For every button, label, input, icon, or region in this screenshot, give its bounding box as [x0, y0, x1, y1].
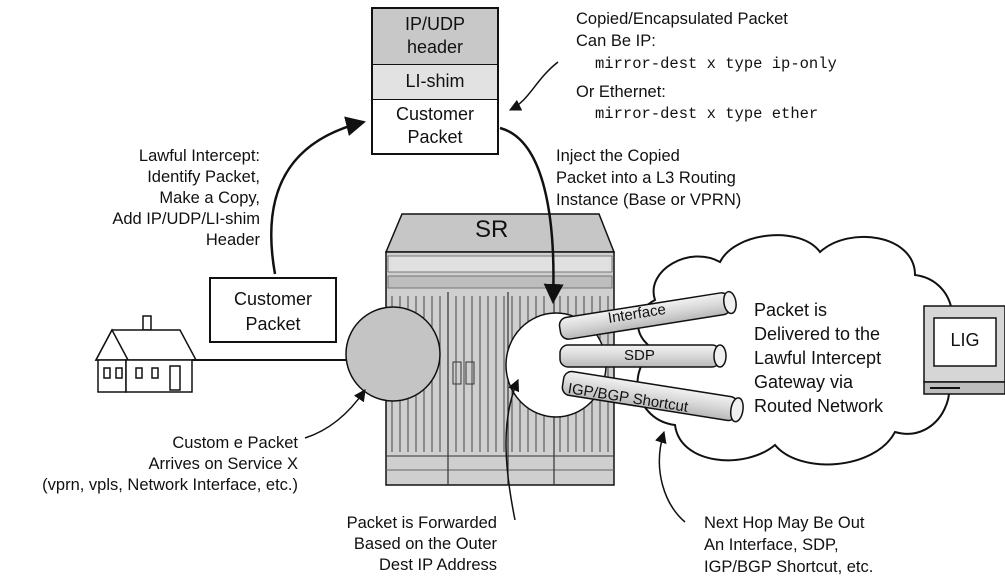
forward-line-2: Based on the Outer: [353, 535, 497, 553]
copied-note-pointer: [508, 61, 559, 111]
interface-tunnel: [558, 290, 737, 340]
sdp-tunnel: [559, 344, 727, 368]
arrival-note: Custom e Packet Arrives on Service X (vp…: [42, 433, 298, 496]
arrival-line-1: Custom e Packet: [172, 434, 298, 452]
lawful-intercept-line-4: Add IP/UDP/LI-shim: [112, 210, 260, 228]
copied-note-ether-command: mirror-dest x type ether: [595, 105, 819, 123]
copy-arrow: [270, 116, 366, 275]
customer-packet-box-line-2: Packet: [245, 314, 301, 334]
customer-packet-line-1: Customer: [395, 104, 475, 124]
customer-packet-section: Customer Packet: [373, 101, 497, 153]
inject-note-line-1: Inject the Copied: [556, 147, 680, 165]
inject-note-line-2: Packet into a L3 Routing: [556, 169, 736, 187]
customer-packet-line-2: Packet: [407, 127, 463, 147]
delivery-line-1: Packet is: [754, 300, 828, 320]
lawful-intercept-note: Lawful Intercept: Identify Packet, Make …: [112, 146, 260, 251]
encapsulated-packet-stack: IP/UDP header LI-shim Customer Packet: [371, 7, 499, 155]
delivery-line-2: Delivered to the: [754, 324, 881, 344]
li-shim-label: LI-shim: [405, 71, 465, 91]
arrival-line-3: (vprn, vpls, Network Interface, etc.): [42, 476, 298, 494]
li-shim-section: LI-shim: [373, 65, 497, 100]
sr-router-chassis: [384, 213, 616, 486]
inject-note-line-3: Instance (Base or VPRN): [556, 191, 742, 209]
tunnel-label-sdp: SDP: [624, 347, 655, 364]
sr-router-label: SR: [475, 216, 509, 243]
delivery-line-5: Routed Network: [754, 396, 884, 416]
customer-packet-box: Customer Packet: [209, 277, 337, 343]
next-hop-line-2: An Interface, SDP,: [704, 536, 839, 554]
next-hop-line-1: Next Hop May Be Out: [704, 514, 865, 532]
lawful-intercept-line-5: Header: [205, 231, 260, 249]
ingress-port-circle: [345, 306, 441, 402]
forward-note: Packet is Forwarded Based on the Outer D…: [347, 513, 497, 576]
customer-packet-box-line-1: Customer: [233, 289, 313, 309]
lawful-intercept-line-2: Identify Packet,: [147, 168, 260, 186]
copied-note-title-1: Copied/Encapsulated Packet: [576, 10, 788, 28]
arrival-pointer: [304, 389, 366, 439]
copied-note-or-ethernet: Or Ethernet:: [576, 83, 666, 101]
lig-label: LIG: [950, 330, 980, 350]
house-icon: [94, 315, 198, 393]
copied-note-ip-command: mirror-dest x type ip-only: [595, 55, 837, 73]
copied-note-title-2: Can Be IP:: [576, 32, 656, 50]
delivery-line-3: Lawful Intercept: [754, 348, 882, 368]
ip-udp-header-line-1: IP/UDP: [404, 14, 465, 34]
ip-udp-header-section: IP/UDP header: [373, 9, 497, 65]
forward-line-3: Dest IP Address: [378, 556, 497, 574]
lig-computer-icon: [923, 305, 1005, 395]
forward-pointer: [505, 378, 520, 521]
inject-arrow: [499, 126, 564, 304]
lawful-intercept-line-3: Make a Copy,: [159, 189, 260, 207]
lawful-intercept-line-1: Lawful Intercept:: [138, 147, 260, 165]
next-hop-line-3: IGP/BGP Shortcut, etc.: [704, 558, 874, 576]
forward-line-1: Packet is Forwarded: [346, 514, 497, 532]
delivery-line-4: Gateway via: [754, 372, 854, 392]
ip-udp-header-line-2: header: [406, 37, 464, 57]
next-hop-pointer: [655, 430, 686, 523]
arrival-line-2: Arrives on Service X: [148, 455, 298, 473]
igp-bgp-shortcut-tunnel: [561, 370, 744, 423]
